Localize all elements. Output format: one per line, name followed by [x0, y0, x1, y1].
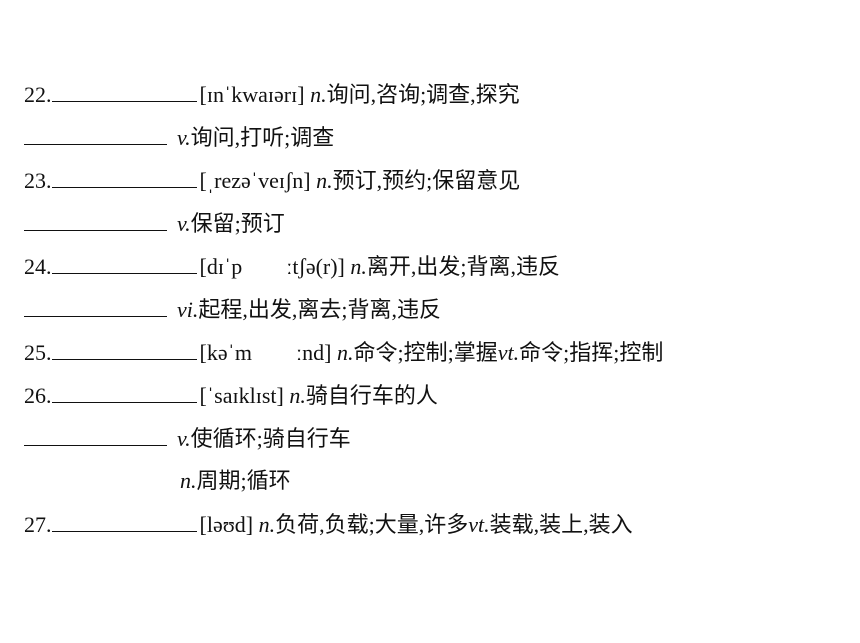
- definition-2: 命令;指挥;控制: [519, 340, 664, 365]
- answer-blank[interactable]: [51, 164, 197, 188]
- answer-blank[interactable]: [24, 207, 167, 231]
- part-of-speech-2: vt.: [497, 340, 520, 365]
- part-of-speech: n.: [316, 168, 333, 193]
- part-of-speech: v.: [177, 125, 191, 150]
- definition-2: 装载,装上,装入: [489, 512, 633, 537]
- phonetic: [ɪnˈkwaɪərɪ]: [199, 82, 305, 107]
- entry-23-verb-line: v.保留;预订: [24, 207, 285, 239]
- entry-23-line: 23. [ˌrezəˈveɪʃn] n.预订,预约;保留意见: [24, 164, 520, 196]
- phonetic: [ˌrezəˈveɪʃn]: [199, 168, 311, 193]
- entry-number: 25.: [24, 340, 52, 365]
- definition: 询问,打听;调查: [190, 125, 335, 150]
- definition: 保留;预订: [190, 211, 285, 236]
- entry-26-verb-line: v.使循环;骑自行车: [24, 422, 351, 454]
- phonetic: [kəˈm ːnd]: [199, 340, 332, 365]
- answer-blank[interactable]: [24, 422, 167, 446]
- answer-blank[interactable]: [51, 336, 197, 360]
- definition: 询问,咨询;调查,探究: [326, 82, 520, 107]
- part-of-speech: n.: [289, 383, 306, 408]
- entry-24-line: 24. [dɪˈp ːtʃə(r)] n.离开,出发;背离,违反: [24, 250, 560, 282]
- definition: 预订,预约;保留意见: [332, 168, 521, 193]
- part-of-speech: vi.: [177, 297, 199, 322]
- definition: 命令;控制;掌握: [353, 340, 498, 365]
- phonetic: [ˈsaɪklɪst]: [199, 383, 284, 408]
- definition: 骑自行车的人: [305, 383, 438, 408]
- answer-blank[interactable]: [51, 78, 197, 102]
- definition: 负荷,负载;大量,许多: [275, 512, 469, 537]
- part-of-speech: v.: [177, 211, 191, 236]
- answer-blank[interactable]: [51, 250, 197, 274]
- phonetic: [ləʊd]: [199, 512, 254, 537]
- part-of-speech: n.: [258, 512, 276, 537]
- entry-26-line: 26. [ˈsaɪklɪst] n.骑自行车的人: [24, 379, 438, 411]
- part-of-speech: n.: [310, 82, 327, 107]
- part-of-speech-2: vt.: [468, 512, 490, 537]
- phonetic: [dɪˈp ːtʃə(r)]: [199, 254, 345, 279]
- definition: 起程,出发,离去;背离,违反: [198, 297, 442, 322]
- definition: 使循环;骑自行车: [190, 426, 351, 451]
- entry-24-verb-line: vi.起程,出发,离去;背离,违反: [24, 293, 441, 325]
- definition: 离开,出发;背离,违反: [366, 254, 561, 279]
- answer-blank[interactable]: [51, 508, 197, 532]
- entry-25-line: 25. [kəˈm ːnd] n.命令;控制;掌握vt.命令;指挥;控制: [24, 336, 663, 368]
- entry-number: 26.: [24, 383, 52, 408]
- definition: 周期;循环: [196, 468, 291, 493]
- entry-27-line: 27. [ləʊd] n.负荷,负载;大量,许多vt.装载,装上,装入: [24, 508, 633, 540]
- answer-blank[interactable]: [24, 121, 167, 145]
- part-of-speech: n.: [180, 468, 197, 493]
- entry-number: 24.: [24, 254, 52, 279]
- answer-blank[interactable]: [24, 293, 167, 317]
- entry-22-line: 22. [ɪnˈkwaɪərɪ] n.询问,咨询;调查,探究: [24, 78, 520, 110]
- part-of-speech: n.: [336, 340, 354, 365]
- part-of-speech: n.: [350, 254, 367, 279]
- entry-number: 27.: [24, 512, 52, 537]
- answer-blank[interactable]: [51, 379, 197, 403]
- entry-number: 23.: [24, 168, 52, 193]
- entry-number: 22.: [24, 82, 52, 107]
- entry-22-verb-line: v.询问,打听;调查: [24, 121, 334, 153]
- part-of-speech: v.: [177, 426, 191, 451]
- entry-26-noun-line: n.周期;循环: [180, 465, 291, 497]
